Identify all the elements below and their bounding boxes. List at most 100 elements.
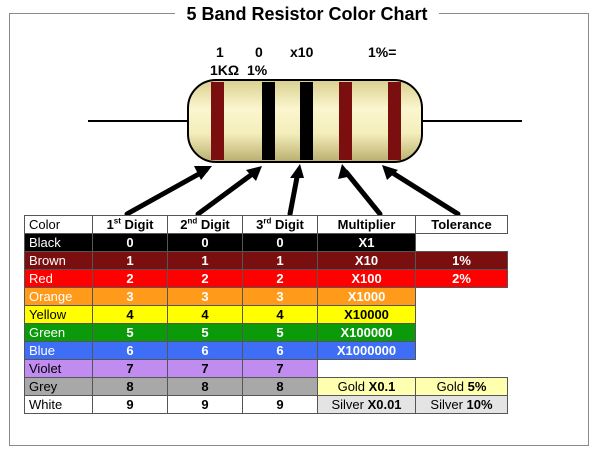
multiplier-cell: X1 <box>317 233 416 252</box>
digit2-cell: 3 <box>167 287 243 306</box>
tolerance-cell-empty <box>416 234 508 252</box>
digit2-cell: 2 <box>167 269 243 288</box>
digit1-cell: 5 <box>92 323 168 342</box>
multiplier-cell: X10 <box>317 251 416 270</box>
arrowhead-band-2 <box>246 166 262 181</box>
color-name-cell: Orange <box>24 287 93 306</box>
arrow-band-2 <box>195 169 258 217</box>
color-name-cell: Black <box>24 233 93 252</box>
arrow-band-5 <box>385 167 461 217</box>
tolerance-cell: Gold 5% <box>415 377 508 396</box>
digit2-cell: 8 <box>167 377 243 396</box>
digit1-cell: 8 <box>92 377 168 396</box>
color-name-cell: Blue <box>24 341 93 360</box>
tolerance-value: 10% <box>466 396 493 412</box>
example-digit2-label: 0 <box>255 44 263 60</box>
example-multiplier-label: x10 <box>290 44 314 60</box>
digit2-cell: 0 <box>167 233 243 252</box>
tolerance-cell: Silver 10% <box>415 395 508 414</box>
band-5-brown <box>388 82 401 160</box>
digit1-cell: 1 <box>92 251 168 270</box>
color-name-cell: Brown <box>24 251 93 270</box>
digit2-cell: 4 <box>167 305 243 324</box>
header-second-digit-suffix: nd <box>187 216 198 226</box>
arrow-band-1 <box>124 167 209 217</box>
digit3-cell: 0 <box>242 233 318 252</box>
tolerance-prefix: Gold <box>436 378 468 394</box>
multiplier-cell: X1000000 <box>317 341 416 360</box>
digit3-cell: 7 <box>242 359 318 378</box>
header-color: Color <box>24 215 93 234</box>
header-second-digit: 2nd Digit <box>167 215 243 234</box>
arrowhead-band-1 <box>194 166 212 180</box>
band-4-brown <box>339 82 352 160</box>
digit2-cell: 9 <box>167 395 243 414</box>
header-multiplier: Multiplier <box>317 215 416 234</box>
digit3-cell: 3 <box>242 287 318 306</box>
example-tolerance-value-label: 1% <box>247 62 268 78</box>
digit1-cell: 6 <box>92 341 168 360</box>
multiplier-cell: Gold X0.1 <box>317 377 416 396</box>
tolerance-cell: 2% <box>415 269 508 288</box>
arrow-band-4 <box>343 169 383 217</box>
tolerance-cell-empty <box>416 288 508 306</box>
digit1-cell: 0 <box>92 233 168 252</box>
multiplier-prefix: Silver <box>331 396 368 412</box>
chart-title: 5 Band Resistor Color Chart <box>186 4 428 24</box>
tolerance-value: 5% <box>467 378 487 394</box>
multiplier-cell: X100 <box>317 269 416 288</box>
tolerance-prefix: Silver <box>430 396 467 412</box>
tolerance-cell: 1% <box>415 251 508 270</box>
header-second-digit-number: 2 <box>180 216 188 232</box>
digit1-cell: 7 <box>92 359 168 378</box>
color-name-cell: Grey <box>24 377 93 396</box>
digit2-cell: 5 <box>167 323 243 342</box>
multiplier-value: X0.1 <box>368 378 396 394</box>
tolerance-cell-empty <box>416 306 508 324</box>
multiplier-cell: X100000 <box>317 323 416 342</box>
color-name-cell: Green <box>24 323 93 342</box>
digit3-cell: 6 <box>242 341 318 360</box>
digit2-cell: 6 <box>167 341 243 360</box>
header-third-digit-number: 3 <box>256 216 264 232</box>
digit3-cell: 5 <box>242 323 318 342</box>
table-header-row: Color 1st Digit 2nd Digit 3rd Digit Mult… <box>24 215 508 234</box>
digit2-cell: 1 <box>167 251 243 270</box>
example-value-label: 1KΩ <box>210 62 240 78</box>
color-code-table: Color 1st Digit 2nd Digit 3rd Digit Mult… <box>24 215 508 414</box>
multiplier-cell: X1000 <box>317 287 416 306</box>
digit1-cell: 4 <box>92 305 168 324</box>
color-name-cell: White <box>24 395 93 414</box>
arrowhead-band-3 <box>290 164 304 178</box>
arrowhead-band-5 <box>382 165 398 180</box>
band-1-brown <box>211 82 224 160</box>
header-third-digit-word: Digit <box>274 216 304 232</box>
header-third-digit-suffix: rd <box>263 216 272 226</box>
multiplier-cell: X10000 <box>317 305 416 324</box>
header-second-digit-word: Digit <box>200 216 230 232</box>
header-third-digit: 3rd Digit <box>242 215 318 234</box>
multiplier-cell-empty <box>318 360 416 378</box>
multiplier-value: X0.01 <box>367 396 402 412</box>
example-digit1-label: 1 <box>216 44 224 60</box>
digit3-cell: 1 <box>242 251 318 270</box>
multiplier-prefix: Gold <box>337 378 369 394</box>
band-2-black <box>262 82 275 160</box>
color-name-cell: Violet <box>24 359 93 378</box>
color-name-cell: Yellow <box>24 305 93 324</box>
band-3-black <box>300 82 313 160</box>
tolerance-cell-empty <box>416 324 508 342</box>
color-name-cell: Red <box>24 269 93 288</box>
tolerance-cell-empty <box>416 342 508 360</box>
